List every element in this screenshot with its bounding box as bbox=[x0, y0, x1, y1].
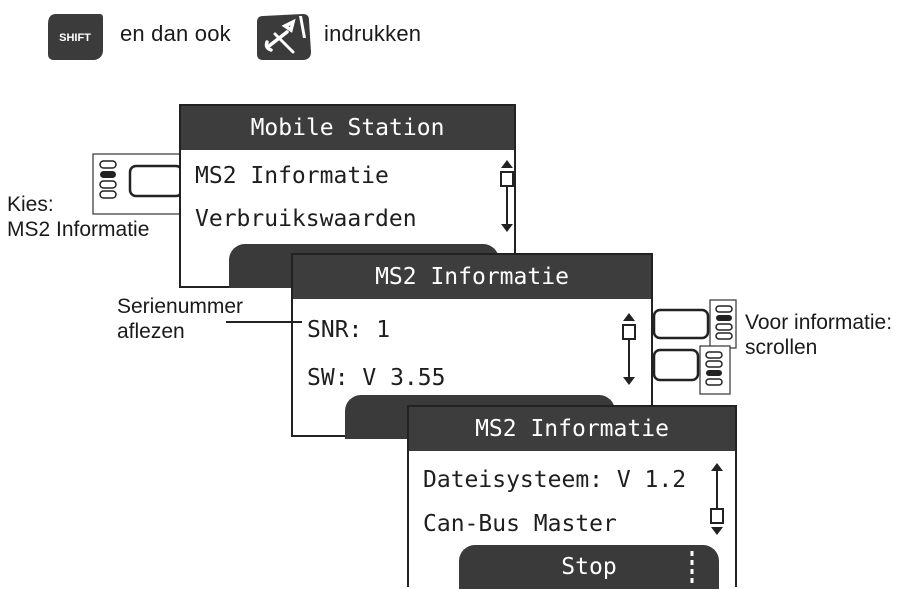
instruction-text-middle: en dan ook bbox=[120, 21, 231, 46]
screen-ms2-informatie-2: MS2 Informatie Dateisysteem: V 1.2 Can-B… bbox=[407, 405, 737, 589]
instruction-row: SHIFT en dan ook indrukken bbox=[0, 0, 923, 80]
menu-item-ms2-informatie[interactable]: MS2 Informatie bbox=[195, 163, 389, 189]
stop-button-divider-icon bbox=[690, 551, 694, 587]
screen-title: Mobile Station bbox=[181, 106, 514, 150]
annotation-kies-line1: Kies: bbox=[7, 193, 54, 216]
screen-title: MS2 Informatie bbox=[293, 255, 651, 299]
selector-switch-icon bbox=[92, 153, 182, 215]
instruction-text-end: indrukken bbox=[324, 21, 422, 46]
annotation-serienummer-line2: aflezen bbox=[117, 320, 185, 344]
annotation-serienummer: Serienummer aflezen bbox=[117, 294, 243, 344]
menu-item-verbruikswaarden[interactable]: Verbruikswaarden bbox=[195, 206, 417, 232]
wrench-screwdriver-icon bbox=[257, 14, 311, 60]
annotation-scroll: Voor informatie: scrollen bbox=[745, 310, 892, 360]
shift-key-label: SHIFT bbox=[59, 32, 91, 44]
shift-key-icon: SHIFT bbox=[48, 14, 103, 60]
info-line-can-bus: Can-Bus Master bbox=[423, 511, 617, 537]
annotation-scroll-line2: scrollen bbox=[745, 336, 818, 360]
scroll-indicator-icon bbox=[622, 313, 636, 385]
info-line-snr: SNR: 1 bbox=[307, 317, 391, 343]
screen-title: MS2 Informatie bbox=[409, 407, 735, 451]
scroll-indicator-icon bbox=[710, 463, 724, 535]
scroll-switch-icon bbox=[652, 299, 737, 395]
stop-button[interactable]: Stop bbox=[459, 545, 719, 589]
info-line-sw: SW: V 3.55 bbox=[307, 365, 446, 391]
annotation-kies: Kies: MS2 Informatie bbox=[7, 192, 149, 242]
serienummer-leader-line bbox=[226, 321, 302, 323]
info-line-dateisysteem: Dateisysteem: V 1.2 bbox=[423, 467, 687, 493]
scroll-indicator-icon bbox=[500, 160, 514, 232]
annotation-scroll-line1: Voor informatie: bbox=[745, 311, 893, 334]
annotation-kies-line2: MS2 Informatie bbox=[7, 218, 150, 242]
annotation-serienummer-line1: Serienummer bbox=[117, 295, 244, 318]
